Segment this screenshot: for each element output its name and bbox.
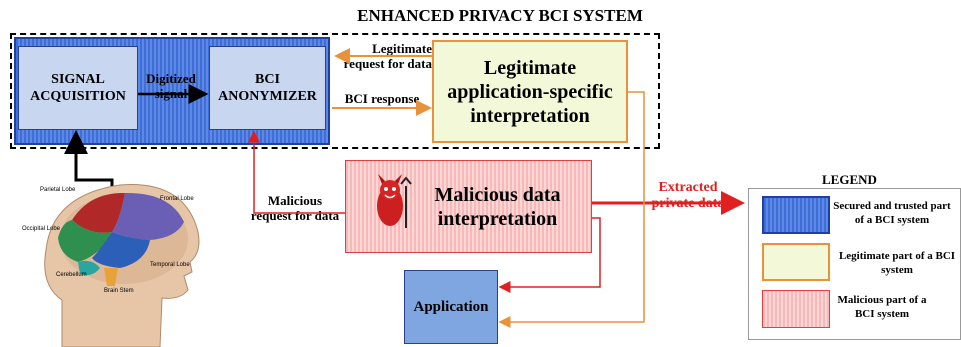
legitimate-to-app-arrow <box>498 91 645 328</box>
system-boundary <box>10 33 660 149</box>
legend-text-secure: Secured and trusted part of a BCI system <box>833 200 951 226</box>
bci-anonymizer-box: BCI ANONYMIZER <box>209 46 326 130</box>
legend-text-malicious: Malicious part of a BCI system <box>837 294 927 320</box>
signal-acquisition-box: SIGNAL ACQUISITION <box>18 46 138 130</box>
malicious-request-arrow <box>248 130 345 214</box>
brain-stem-label: Brain Stem <box>104 288 134 294</box>
malicious-to-app-arrow <box>498 217 601 293</box>
malicious-request-label: Malicious request for data <box>250 193 340 223</box>
bci-anonymizer-label: BCI ANONYMIZER <box>218 71 317 105</box>
brain-signal-arrow <box>64 130 114 196</box>
bci-response-label: BCI response <box>344 91 420 106</box>
legend-text-legitimate: Legitimate part of a BCI system <box>838 250 956 276</box>
application-label: Application <box>413 298 489 315</box>
legend-swatch-malicious <box>762 290 830 328</box>
temporal-lobe-label: Temporal Lobe <box>150 262 190 268</box>
diagram-title: ENHANCED PRIVACY BCI SYSTEM <box>357 6 643 25</box>
cerebellum-label: Cerebellum <box>56 272 87 278</box>
malicious-interpretation-label: Malicious data interpretation <box>434 183 561 230</box>
application-box: Application <box>404 270 498 344</box>
legend-swatch-secure <box>762 196 830 234</box>
legitimate-interpretation-box: Legitimate application-specific interpre… <box>432 40 628 143</box>
head-brain-illustration <box>44 184 200 347</box>
parietal-lobe-label: Parietal Lobe <box>40 187 76 193</box>
occipital-lobe-label: Occipital Lobe <box>22 226 61 232</box>
legend-title: LEGEND <box>822 172 877 187</box>
frontal-lobe-label: Frontal Lobe <box>160 196 194 202</box>
legitimate-request-label: Legitimate request for data <box>343 41 432 71</box>
legitimate-interpretation-label: Legitimate application-specific interpre… <box>447 56 613 127</box>
signal-acquisition-label: SIGNAL ACQUISITION <box>30 71 126 105</box>
legend-swatch-legitimate <box>762 243 830 281</box>
devil-icon <box>377 174 412 228</box>
